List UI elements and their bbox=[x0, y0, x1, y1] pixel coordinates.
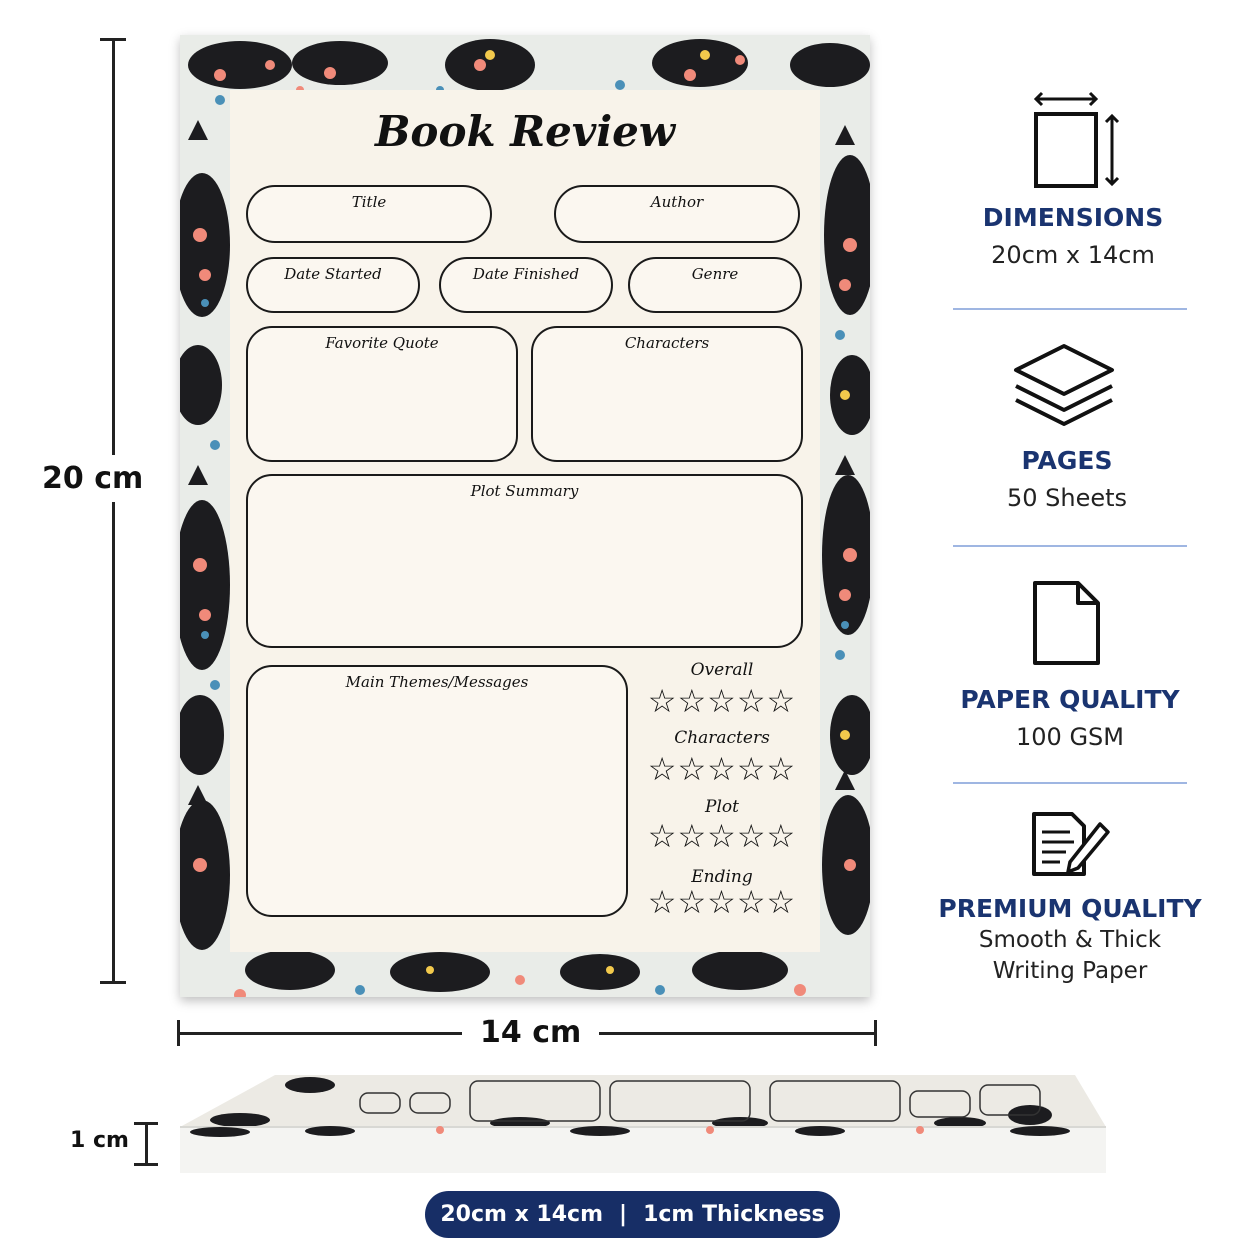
width-tick-right bbox=[874, 1020, 877, 1046]
feature-premium-quality-title: PREMIUM QUALITY bbox=[938, 894, 1202, 923]
plot-summary-label: Plot Summary bbox=[470, 482, 579, 500]
title-field-label: Title bbox=[351, 193, 387, 211]
feature-premium-quality-line1: Smooth & Thick bbox=[978, 927, 1162, 953]
dimensions-icon bbox=[1033, 91, 1120, 188]
notepad-sheet: Book Review Title Author Date Started Da… bbox=[180, 35, 870, 997]
feature-paper-quality-title: PAPER QUALITY bbox=[960, 685, 1180, 714]
rating-overall-label: Overall bbox=[690, 660, 754, 680]
pad-stack-illustration bbox=[180, 1075, 1106, 1173]
size-summary-pill: 20cm x 14cm | 1cm Thickness bbox=[425, 1191, 840, 1238]
rating-characters-label: Characters bbox=[674, 728, 770, 748]
date-finished-field[interactable]: Date Finished bbox=[439, 257, 613, 313]
feature-premium-quality-line2: Writing Paper bbox=[992, 958, 1148, 984]
date-started-label: Date Started bbox=[284, 265, 382, 283]
characters-field-label: Characters bbox=[624, 334, 710, 352]
cat-floral-border bbox=[180, 39, 870, 997]
author-field[interactable]: Author bbox=[554, 185, 800, 243]
plot-summary-field[interactable]: Plot Summary bbox=[246, 474, 803, 648]
thickness-line bbox=[145, 1122, 148, 1166]
feature-divider bbox=[953, 308, 1187, 310]
summary-size: 20cm x 14cm bbox=[440, 1202, 604, 1227]
date-finished-label: Date Finished bbox=[472, 265, 580, 283]
rating-overall-stars[interactable]: ☆☆☆☆☆ bbox=[647, 683, 797, 719]
favorite-quote-label: Favorite Quote bbox=[325, 334, 439, 352]
main-themes-label: Main Themes/Messages bbox=[345, 673, 529, 691]
pages-stack-icon bbox=[1014, 344, 1114, 426]
feature-pages-title: PAGES bbox=[1021, 446, 1113, 475]
title-field[interactable]: Title bbox=[246, 185, 492, 243]
rating-plot-label: Plot bbox=[705, 797, 739, 817]
summary-thickness: 1cm Thickness bbox=[643, 1202, 825, 1227]
feature-dimensions-value: 20cm x 14cm bbox=[991, 241, 1155, 269]
feature-pages-value: 50 Sheets bbox=[1006, 484, 1128, 512]
thickness-label: 1 cm bbox=[70, 1128, 129, 1153]
author-field-label: Author bbox=[650, 193, 704, 211]
notepad-side-view bbox=[180, 1075, 1106, 1173]
genre-field-label: Genre bbox=[691, 265, 739, 283]
width-label: 14 cm bbox=[462, 1015, 600, 1050]
genre-field[interactable]: Genre bbox=[628, 257, 802, 313]
date-started-field[interactable]: Date Started bbox=[246, 257, 420, 313]
rating-ending-label: Ending bbox=[691, 867, 753, 887]
feature-divider bbox=[953, 782, 1187, 784]
feature-dimensions-title: DIMENSIONS bbox=[982, 203, 1164, 232]
height-line bbox=[112, 38, 115, 984]
paper-icon bbox=[1033, 581, 1100, 665]
thickness-tick-bottom bbox=[134, 1163, 158, 1166]
rating-plot-stars[interactable]: ☆☆☆☆☆ bbox=[647, 818, 797, 854]
worksheet-title: Book Review bbox=[374, 107, 676, 156]
rating-characters-stars[interactable]: ☆☆☆☆☆ bbox=[647, 751, 797, 787]
main-themes-field[interactable]: Main Themes/Messages bbox=[246, 665, 628, 917]
height-label: 20 cm bbox=[42, 455, 144, 502]
favorite-quote-field[interactable]: Favorite Quote bbox=[246, 326, 518, 462]
rating-ending-stars[interactable]: ☆☆☆☆☆ bbox=[647, 884, 797, 920]
height-tick-bottom bbox=[100, 981, 126, 984]
feature-paper-quality-value: 100 GSM bbox=[1016, 723, 1124, 751]
writing-paper-icon bbox=[1032, 812, 1110, 876]
summary-separator: | bbox=[619, 1202, 628, 1227]
feature-divider bbox=[953, 545, 1187, 547]
characters-field[interactable]: Characters bbox=[531, 326, 803, 462]
